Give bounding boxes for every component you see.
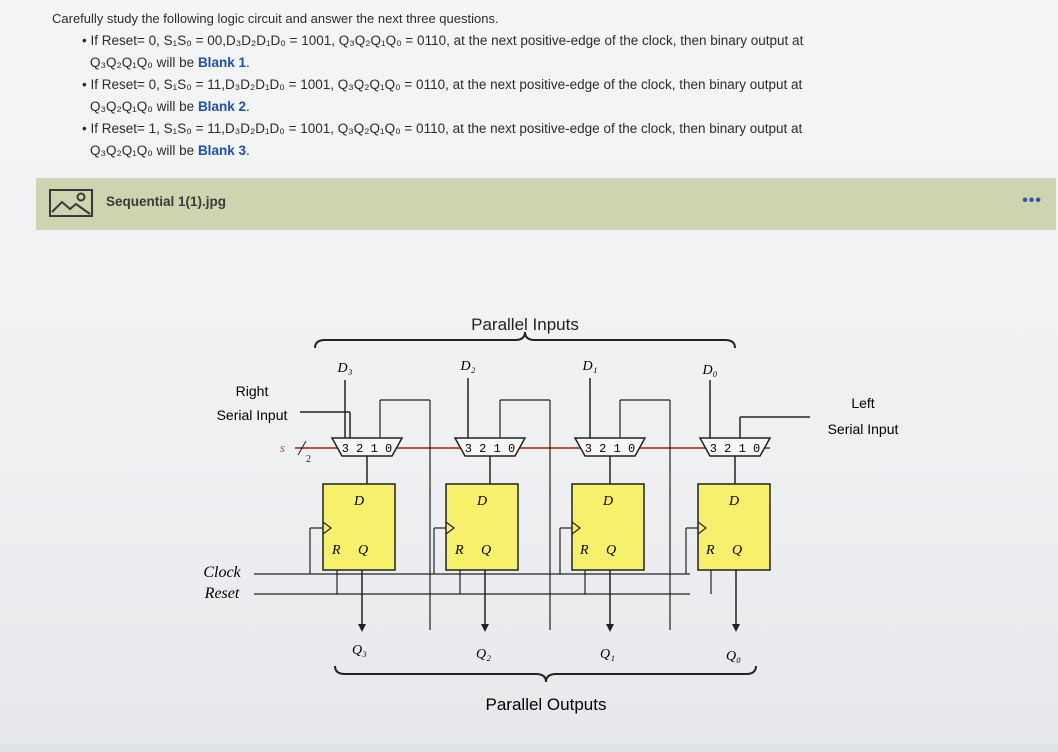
svg-text:3 2 1 0: 3 2 1 0 bbox=[710, 442, 760, 456]
blank-2[interactable]: Blank 2 bbox=[197, 99, 246, 114]
svg-text:D: D bbox=[728, 494, 739, 509]
bullet-dot: • bbox=[82, 33, 91, 48]
item-suffix: . bbox=[245, 55, 250, 70]
svg-text:3 2 1 0: 3 2 1 0 bbox=[585, 442, 635, 456]
input-d1-label: D₁ bbox=[582, 359, 598, 374]
more-options-button[interactable]: ••• bbox=[1022, 192, 1042, 209]
page-footer-strip bbox=[0, 744, 1058, 752]
svg-text:D: D bbox=[476, 494, 487, 509]
item-suffix: . bbox=[245, 99, 250, 114]
reset-label: Reset bbox=[204, 585, 240, 602]
mux-3: 3 2 1 0 bbox=[330, 437, 404, 457]
mux-2: 3 2 1 0 bbox=[453, 437, 527, 457]
bullet-dot: • bbox=[82, 77, 91, 92]
svg-text:3 2 1 0: 3 2 1 0 bbox=[465, 442, 515, 456]
svg-text:R: R bbox=[454, 543, 464, 558]
left-serial-label-1: Left bbox=[851, 395, 874, 411]
item-output-prefix: Q₃Q₂Q₁Q₀ will be bbox=[90, 143, 195, 158]
flipflop-1: D R Q bbox=[571, 483, 645, 571]
blank-3[interactable]: Blank 3 bbox=[197, 143, 246, 158]
output-q2-label: Q₂ bbox=[476, 647, 491, 662]
svg-text:R: R bbox=[705, 543, 715, 558]
parallel-inputs-label: Parallel Inputs bbox=[471, 315, 579, 334]
input-d2-label: D₂ bbox=[460, 359, 476, 374]
output-q3-label: Q₃ bbox=[352, 643, 367, 658]
parallel-outputs-label: Parallel Outputs bbox=[486, 695, 607, 714]
mux-1: 3 2 1 0 bbox=[573, 437, 647, 457]
select-width-label: 2 bbox=[306, 454, 311, 465]
svg-text:D: D bbox=[602, 494, 613, 509]
item-suffix: . bbox=[245, 143, 250, 158]
item-condition: If Reset= 1, S₁S₀ = 11,D₃D₂D₁D₀ = 1001, … bbox=[90, 121, 803, 136]
outputs-brace bbox=[334, 665, 757, 683]
image-file-icon bbox=[49, 189, 93, 217]
output-q1-label: Q₁ bbox=[600, 647, 615, 662]
right-serial-label-1: Right bbox=[236, 383, 269, 399]
flipflop-2: D R Q bbox=[445, 483, 519, 571]
svg-text:Q: Q bbox=[358, 543, 368, 558]
input-d0-label: D₀ bbox=[702, 363, 718, 378]
select-label: s bbox=[280, 440, 285, 455]
svg-text:Q: Q bbox=[732, 543, 742, 558]
input-d3-label: D₃ bbox=[337, 361, 353, 376]
question-item-3: • If Reset= 1, S₁S₀ = 11,D₃D₂D₁D₀ = 1001… bbox=[52, 118, 1012, 162]
item-condition: If Reset= 0, S₁S₀ = 00,D₃D₂D₁D₀ = 1001, … bbox=[90, 33, 804, 48]
item-output-prefix: Q₃Q₂Q₁Q₀ will be bbox=[90, 55, 195, 70]
svg-text:Q: Q bbox=[606, 543, 616, 558]
attachment-bar[interactable]: Sequential 1(1).jpg ••• bbox=[36, 178, 1056, 230]
attachment-filename[interactable]: Sequential 1(1).jpg bbox=[106, 194, 227, 209]
item-condition: If Reset= 0, S₁S₀ = 11,D₃D₂D₁D₀ = 1001, … bbox=[90, 77, 803, 92]
svg-text:R: R bbox=[331, 543, 341, 558]
item-output-prefix: Q₃Q₂Q₁Q₀ will be bbox=[90, 99, 195, 114]
mux-0: 3 2 1 0 bbox=[698, 437, 772, 457]
blank-1[interactable]: Blank 1 bbox=[197, 55, 246, 70]
clock-label: Clock bbox=[203, 564, 241, 581]
bullet-dot: • bbox=[82, 121, 91, 136]
svg-text:D: D bbox=[353, 494, 364, 509]
output-q0-label: Q₀ bbox=[726, 649, 741, 664]
flipflop-0: D R Q bbox=[697, 483, 771, 571]
circuit-diagram: Parallel Inputs D₃ D₂ D₁ D₀ Right Serial… bbox=[180, 300, 940, 730]
question-intro: Carefully study the following logic circ… bbox=[52, 11, 499, 26]
flipflop-3: D R Q bbox=[322, 483, 396, 571]
svg-text:Q: Q bbox=[481, 543, 491, 558]
inputs-brace bbox=[314, 331, 736, 349]
question-item-2: • If Reset= 0, S₁S₀ = 11,D₃D₂D₁D₀ = 1001… bbox=[52, 74, 1012, 118]
question-item-1: • If Reset= 0, S₁S₀ = 00,D₃D₂D₁D₀ = 1001… bbox=[52, 30, 1012, 74]
svg-text:R: R bbox=[579, 543, 589, 558]
question-text: Carefully study the following logic circ… bbox=[52, 8, 1012, 162]
left-serial-label-2: Serial Input bbox=[828, 421, 899, 437]
right-serial-label-2: Serial Input bbox=[217, 407, 288, 423]
svg-text:3 2 1 0: 3 2 1 0 bbox=[342, 442, 392, 456]
